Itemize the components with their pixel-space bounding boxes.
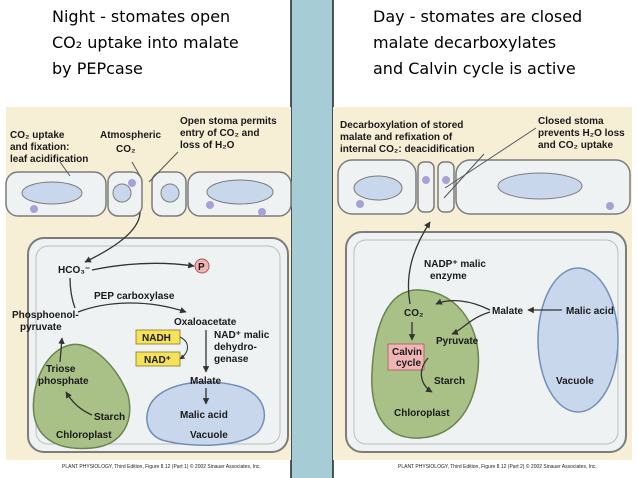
callout-stoma-3: loss of H₂O [180, 140, 235, 151]
right-chloroplast [371, 289, 480, 439]
malate-to-co2-arrow [435, 298, 491, 311]
callout-atmospheric-1: Atmospheric [100, 130, 162, 141]
nadh-to-nad-arrow [179, 336, 188, 360]
left-caption-line-2: CO₂ uptake into malate [52, 33, 239, 52]
calvin-to-starch-arrow [420, 357, 433, 393]
callout-atmospheric-2: CO₂ [116, 144, 135, 155]
right-malate-label: Malate [492, 306, 524, 317]
co2-label: CO₂ [404, 308, 423, 319]
callout-uptake-1: CO₂ uptake [10, 130, 65, 141]
callout-closed-3: and CO₂ uptake [538, 140, 613, 151]
oxaloacetate-label: Oxaloacetate [174, 317, 237, 328]
divider-band [291, 0, 333, 478]
hco3-label: HCO₃⁻ [58, 265, 90, 276]
calvin-cycle-box [387, 343, 425, 371]
nad-malic-label-2: dehydro- [214, 342, 257, 353]
right-epidermis [337, 159, 631, 215]
callout-stoma-2: entry of CO₂ and [180, 128, 259, 139]
starch-label: Starch [94, 412, 125, 423]
right-vacuole [537, 267, 619, 413]
callout-decarb-1: Decarboxylation of stored [340, 120, 463, 131]
callout-line-atmospheric [131, 161, 141, 177]
triose-label-1: Triose [46, 364, 76, 375]
callout-decarb-2: malate and refixation of [340, 132, 453, 143]
malate-to-pyruvate-arrow [451, 311, 491, 335]
triose-label-2: phosphate [38, 376, 89, 387]
hco3-to-pep-line [69, 277, 76, 309]
right-caption-line-2: malate decarboxylates [373, 33, 556, 52]
vacuole-label: Vacuole [190, 430, 228, 441]
phosphate-circle [194, 258, 210, 274]
right-panel: Decarboxylation of stored malate and ref… [333, 107, 632, 470]
nadp-malic-label-2: enzyme [430, 271, 467, 282]
callout-stoma-1: Open stoma permits [180, 116, 277, 127]
chloroplast-label: Chloroplast [56, 430, 112, 441]
nadh-label: NADH [142, 333, 171, 344]
phosphate-label: P [198, 262, 205, 273]
pyruvate-label: Pyruvate [436, 336, 479, 347]
right-chloroplast-label: Chloroplast [394, 408, 450, 419]
pep-label-2: pyruvate [20, 322, 62, 333]
co2-entry-arrow [84, 211, 141, 263]
callout-closed-2: prevents H₂O loss [538, 128, 625, 139]
calvin-label-2: cycle [396, 358, 421, 369]
callout-line-closed [444, 127, 537, 189]
co2-up-arrow [407, 221, 431, 305]
right-caption-line-3: and Calvin cycle is active [373, 59, 576, 78]
left-caption-line-1: Night - stomates open [52, 7, 230, 26]
left-panel: CO₂ uptake and fixation: leaf acidificat… [5, 107, 292, 470]
nadp-malic-label-1: NADP⁺ malic [424, 259, 486, 270]
triose-to-pep-arrow [58, 337, 65, 363]
left-cell-membrane [35, 245, 281, 445]
pep-carboxylase-label: PEP carboxylase [94, 291, 175, 302]
calvin-label-1: Calvin [392, 347, 422, 358]
pep-label-1: Phosphoenol- [12, 310, 79, 321]
left-caption-line-3: by PEPcase [52, 59, 143, 78]
malate-label: Malate [190, 376, 222, 387]
left-chloroplast [32, 343, 131, 450]
left-credit: PLANT PHYSIOLOGY, Third Edition, Figure … [62, 463, 261, 470]
right-credit: PLANT PHYSIOLOGY, Third Edition, Figure … [398, 463, 597, 470]
right-caption-line-1: Day - stomates are closed [373, 7, 582, 26]
left-vacuole [146, 381, 266, 446]
malic-acid-label: Malic acid [180, 410, 228, 421]
right-starch-label: Starch [434, 376, 465, 387]
callout-closed-1: Closed stoma [538, 116, 604, 127]
callout-line-stoma [148, 151, 179, 183]
nad-malic-label-1: NAD⁺ malic [214, 330, 270, 341]
pi-release-arrow [91, 261, 195, 271]
starch-to-triose-arrow [65, 391, 93, 416]
right-vacuole-label: Vacuole [556, 376, 594, 387]
callout-line-uptake [59, 161, 71, 177]
nad-malic-label-3: genase [214, 354, 249, 365]
callout-uptake-2: and fixation: [10, 142, 69, 153]
pep-to-oxaloacetate-arrow [77, 302, 187, 314]
right-malic-acid-label: Malic acid [566, 306, 614, 317]
callout-uptake-3: leaf acidification [10, 154, 88, 165]
callout-decarb-3: internal CO₂: deacidification [340, 144, 474, 155]
nad-label: NAD⁺ [144, 355, 171, 366]
left-epidermis [5, 171, 292, 217]
